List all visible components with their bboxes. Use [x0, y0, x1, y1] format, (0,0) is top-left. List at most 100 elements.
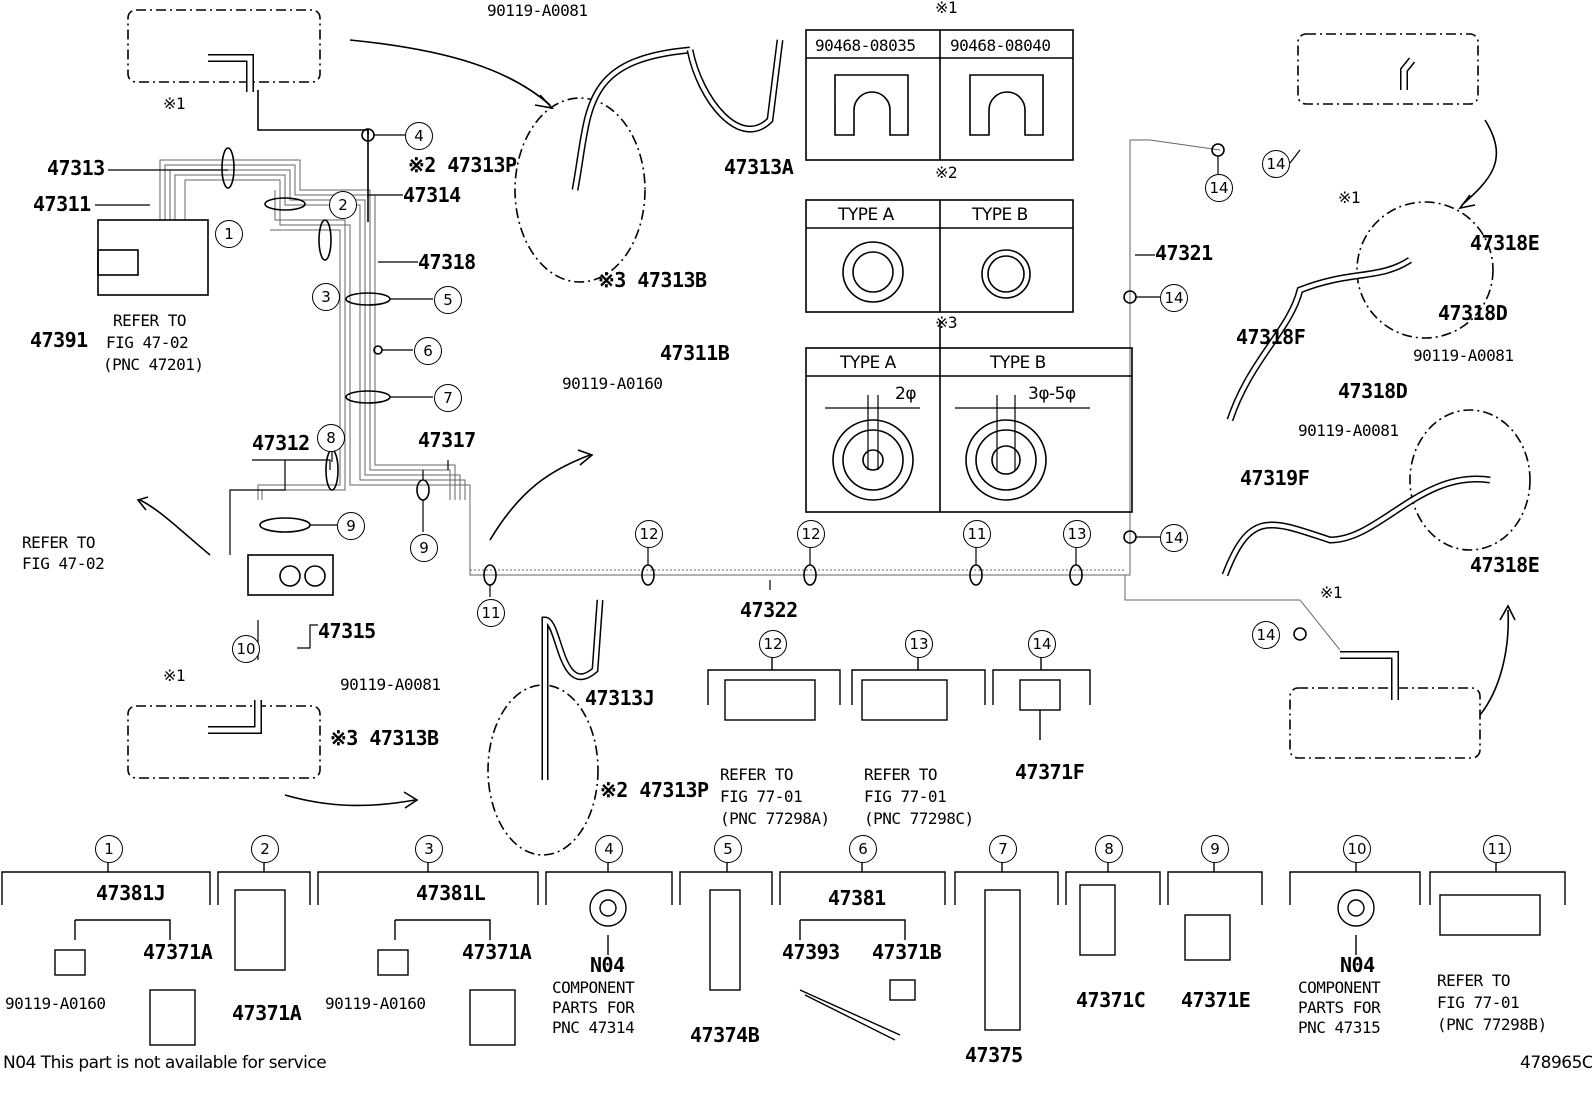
part-label: 47314 [403, 183, 461, 207]
callout-number: 5 [714, 835, 742, 863]
part-label: 90119-A0160 [562, 374, 663, 393]
part-label: 47315 [318, 619, 376, 643]
callout-number: 14 [1028, 630, 1056, 658]
part-label: 47318D [1338, 379, 1408, 403]
callout-number: 1 [215, 220, 243, 248]
part-label: 47311 [33, 192, 91, 216]
part-label: COMPONENT [552, 978, 635, 997]
part-label: 47375 [965, 1043, 1023, 1067]
callout-number: 7 [434, 384, 462, 412]
part-label: FIG 77-01 [864, 787, 947, 806]
part-label: REFER TO [1437, 971, 1511, 990]
part-label: 90119-A0160 [325, 994, 426, 1013]
clip-marks [221, 128, 1307, 641]
part-label: 47371F [1015, 760, 1085, 784]
part-label: 90119-A0081 [1413, 346, 1514, 365]
part-label: PARTS FOR [1298, 998, 1381, 1017]
part-label: 47371B [872, 940, 942, 964]
callout-number: 9 [410, 534, 438, 562]
part-label: (PNC 47201) [103, 355, 204, 374]
part-label: (PNC 77298C) [864, 809, 974, 828]
part-label: N04 [590, 953, 625, 977]
callout-number: 4 [405, 122, 433, 150]
part-label: REFER TO [864, 765, 938, 784]
callout-number: 6 [414, 337, 442, 365]
part-label: 90119-A0081 [1298, 421, 1399, 440]
part-label: 47371A [232, 1001, 302, 1025]
part-label: 90119-A0081 [340, 675, 441, 694]
part-label: ※3 47313B [598, 268, 707, 292]
part-label: PARTS FOR [552, 998, 635, 1017]
part-label: 47371E [1181, 988, 1251, 1012]
callout-number: 9 [1201, 835, 1229, 863]
part-label: 47313J [585, 686, 655, 710]
callout-number: 13 [1063, 520, 1091, 548]
callout-number: 4 [595, 835, 623, 863]
callout-number: 11 [477, 599, 505, 627]
part-label: 47393 [782, 940, 840, 964]
part-label: 47381 [828, 886, 886, 910]
part-label: 90119-A0160 [5, 994, 106, 1013]
figure-code: 478965C [1520, 1053, 1592, 1073]
part-label: ※1 [163, 666, 186, 685]
part-label: FIG 77-01 [720, 787, 803, 806]
callout-number: 2 [329, 191, 357, 219]
part-label: 47381J [96, 881, 166, 905]
callout-number: 14 [1252, 621, 1280, 649]
table1-col: 90468-08035 [815, 36, 916, 55]
part-label: 47321 [1155, 241, 1213, 265]
dimension-label: 3φ-5φ [1028, 384, 1076, 404]
footer-note: N04 This part is not available for servi… [3, 1053, 327, 1073]
callout-number: 3 [415, 835, 443, 863]
callout-number: 7 [989, 835, 1017, 863]
part-label: 47313A [724, 155, 794, 179]
part-label: FIG 77-01 [1437, 993, 1520, 1012]
callout-number: 8 [317, 424, 345, 452]
part-label: 47371A [143, 940, 213, 964]
callout-number: 3 [312, 283, 340, 311]
part-label: 47318 [418, 250, 476, 274]
table3-col: TYPE A [840, 353, 896, 373]
part-label: COMPONENT [1298, 978, 1381, 997]
part-label: REFER TO [113, 311, 187, 330]
table2-col: TYPE A [838, 205, 894, 225]
part-label: 47374B [690, 1023, 760, 1047]
part-label: PNC 47315 [1298, 1018, 1381, 1037]
part-label: 47311B [660, 341, 730, 365]
callout-number: 5 [434, 286, 462, 314]
part-label: ※1 [163, 94, 186, 113]
callout-number: 6 [849, 835, 877, 863]
table3-col: TYPE B [990, 353, 1046, 373]
part-label: (PNC 77298B) [1437, 1015, 1547, 1034]
callout-number: 2 [251, 835, 279, 863]
part-label: 47371A [462, 940, 532, 964]
part-label: 47371C [1076, 988, 1146, 1012]
part-label: FIG 47-02 [22, 554, 105, 573]
part-label: 47318D [1438, 301, 1508, 325]
ref-box-bottom-right [1289, 687, 1481, 759]
dimension-label: 2φ [895, 384, 917, 404]
table1-col: 90468-08040 [950, 36, 1051, 55]
part-label: 47391 [30, 328, 88, 352]
part-label: 47381L [416, 881, 486, 905]
table3-mark: ※3 [935, 313, 958, 332]
ref-box-top-right [1297, 33, 1479, 105]
callout-number: 9 [337, 512, 365, 540]
part-label: 47319F [1240, 466, 1310, 490]
callout-number: 14 [1205, 174, 1233, 202]
callout-number: 11 [963, 520, 991, 548]
part-label: ※1 [1338, 188, 1361, 207]
ref-box-bottom-left [127, 705, 321, 779]
callout-number: 1 [95, 835, 123, 863]
part-label: ※2 47313P [408, 153, 517, 177]
callout-number: 12 [797, 520, 825, 548]
part-label: 47313 [47, 156, 105, 180]
callout-number: 12 [759, 630, 787, 658]
part-label: 47322 [740, 598, 798, 622]
part-label: 47318E [1470, 231, 1540, 255]
part-label: REFER TO [22, 533, 96, 552]
part-label: REFER TO [720, 765, 794, 784]
table2-col: TYPE B [972, 205, 1028, 225]
